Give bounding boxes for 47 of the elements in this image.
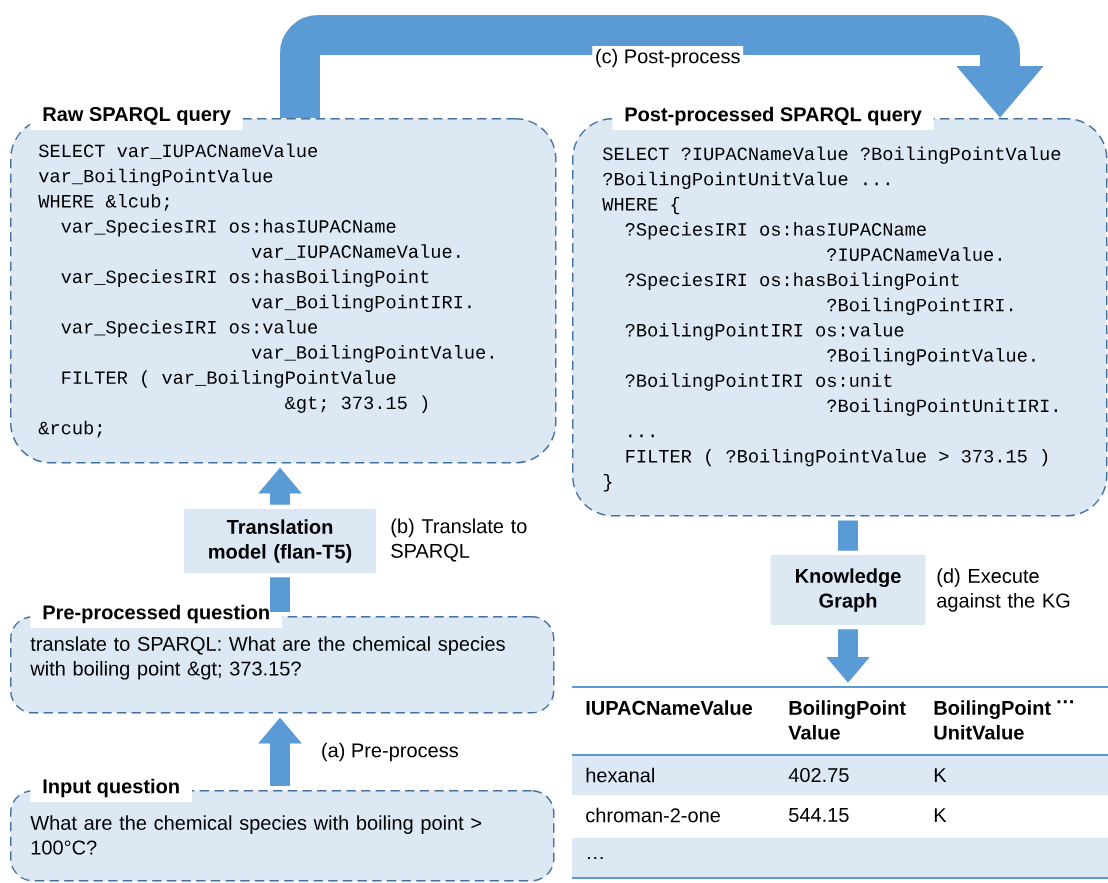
code-line: ?SpeciesIRI os:hasBoilingPoint (625, 272, 959, 290)
column-header: IUPACNameValue (586, 700, 753, 715)
code-line: var_SpeciesIRI os:hasIUPACName (61, 219, 396, 237)
process-box: Knowledge Graph (770, 555, 926, 625)
code-line: } (603, 474, 612, 492)
table-cell: K (934, 808, 947, 822)
process-box: Translation model (flan-T5) (184, 509, 376, 573)
code-line: &rcub; (38, 420, 102, 438)
code-line: ?IUPACNameValue. (827, 247, 1001, 261)
edge-label: (a) Pre-process (318, 740, 462, 764)
code-line: ?BoilingPointIRI os:unit (625, 373, 892, 391)
code-line: WHERE &lcub; (38, 193, 169, 211)
code-line: var_BoilingPointValue. (251, 345, 493, 363)
code-line: &gt; 373.15 ) (285, 395, 428, 413)
table-cell: 544.15 (789, 808, 849, 822)
box-title: Post-processed SPARQL query (612, 102, 934, 130)
column-header: BoilingPoint Value (788, 700, 906, 740)
block-arrow (280, 15, 1044, 118)
code-line: var_SpeciesIRI os:value (61, 319, 318, 338)
box-title: Input question (30, 774, 192, 802)
question-text: What are the chemical species with boiling point > 100°C? (30, 815, 482, 855)
code-line: ?SpeciesIRI os:hasIUPACName (625, 222, 926, 240)
step-caption: (b) Translate to SPARQL (391, 518, 527, 562)
code-line: var_SpeciesIRI os:hasBoilingPoint (61, 269, 429, 287)
edge-label: (c) Post-process (592, 46, 744, 70)
table-cell: … (588, 856, 603, 860)
question-text: translate to SPARQL: What are the chemical species with boiling point &gt; 373.15? (30, 636, 505, 680)
code-line: ... (629, 434, 654, 438)
box-title: Raw SPARQL query (30, 102, 243, 130)
code-line: ?BoilingPointUnitValue ... (603, 171, 889, 190)
code-line: SELECT var_IUPACNameValue (39, 143, 318, 159)
code-line: var_BoilingPointValue (38, 168, 273, 187)
code-line: ?BoilingPointUnitIRI. (827, 398, 1057, 416)
box-title: Pre-processed question (30, 600, 283, 628)
code-line: ?BoilingPointValue. (827, 348, 1035, 366)
step-caption: (d) Execute against the KG (937, 568, 1070, 612)
code-line: ?BoilingPointIRI os:value (625, 322, 904, 341)
column-header: … (1057, 700, 1073, 704)
code-line: var_IUPACNameValue. (251, 244, 460, 260)
code-line: SELECT ?IUPACNameValue ?BoilingPointValue (603, 146, 1061, 164)
code-line: ?BoilingPointIRI. (827, 297, 1013, 316)
code-line: var_BoilingPointIRI. (251, 294, 471, 313)
code-line: WHERE { (602, 196, 680, 215)
table-cell: chroman-2-one (586, 807, 720, 823)
code-line: FILTER ( ?BoilingPointValue > 373.15 ) (626, 448, 1048, 467)
code-line: FILTER ( var_BoilingPointValue (62, 370, 396, 388)
column-header: BoilingPoint UnitValue (934, 700, 1051, 740)
